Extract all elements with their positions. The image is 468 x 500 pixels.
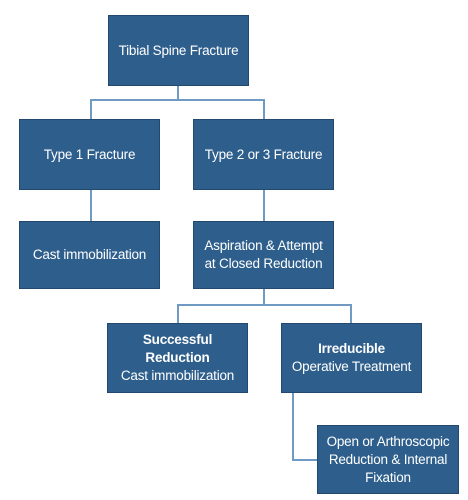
node-label-line2: Operative Treatment (291, 359, 412, 374)
node-irreducible: Irreducible Operative Treatment (281, 323, 422, 393)
node-label: Tibial Spine Fracture (118, 42, 239, 58)
node-label-line1: Open or Arthroscopic (326, 433, 450, 449)
node-label-line1: Aspiration & Attempt (204, 238, 323, 253)
node-heading: Irreducible (318, 341, 385, 356)
connector-aspiration-to-successful (177, 289, 265, 323)
connector-root-to-types (90, 86, 179, 119)
node-label: Cast immobilization (32, 247, 147, 262)
node-type-2-or-3-fracture: Type 2 or 3 Fracture (193, 119, 334, 190)
node-cast-immobilization: Cast immobilization (19, 221, 160, 289)
node-label-line3: Cast immobilization (120, 368, 235, 383)
node-open-arthroscopic-reduction: Open or Arthroscopic Reduction & Interna… (317, 425, 459, 494)
connector-root-to-type23 (178, 99, 265, 119)
node-label-line3: Fixation (365, 469, 411, 485)
node-tibial-spine-fracture: Tibial Spine Fracture (108, 15, 249, 86)
node-label: Type 2 or 3 Fracture (204, 146, 323, 162)
node-type-1-fracture: Type 1 Fracture (19, 119, 160, 190)
node-label: Type 1 Fracture (43, 146, 136, 162)
connector-aspiration-to-irreducible (264, 304, 352, 323)
node-successful-reduction: Successful Reduction Cast immobilization (107, 323, 248, 393)
node-heading-line1: Successful (142, 332, 213, 347)
node-heading-line2: Reduction (145, 350, 210, 365)
node-label-line2: at Closed Reduction (204, 256, 323, 271)
connector-irreducible-to-open (292, 393, 317, 461)
node-label-line2: Reduction & Internal (328, 451, 448, 467)
node-aspiration-closed-reduction: Aspiration & Attempt at Closed Reduction (193, 221, 334, 289)
